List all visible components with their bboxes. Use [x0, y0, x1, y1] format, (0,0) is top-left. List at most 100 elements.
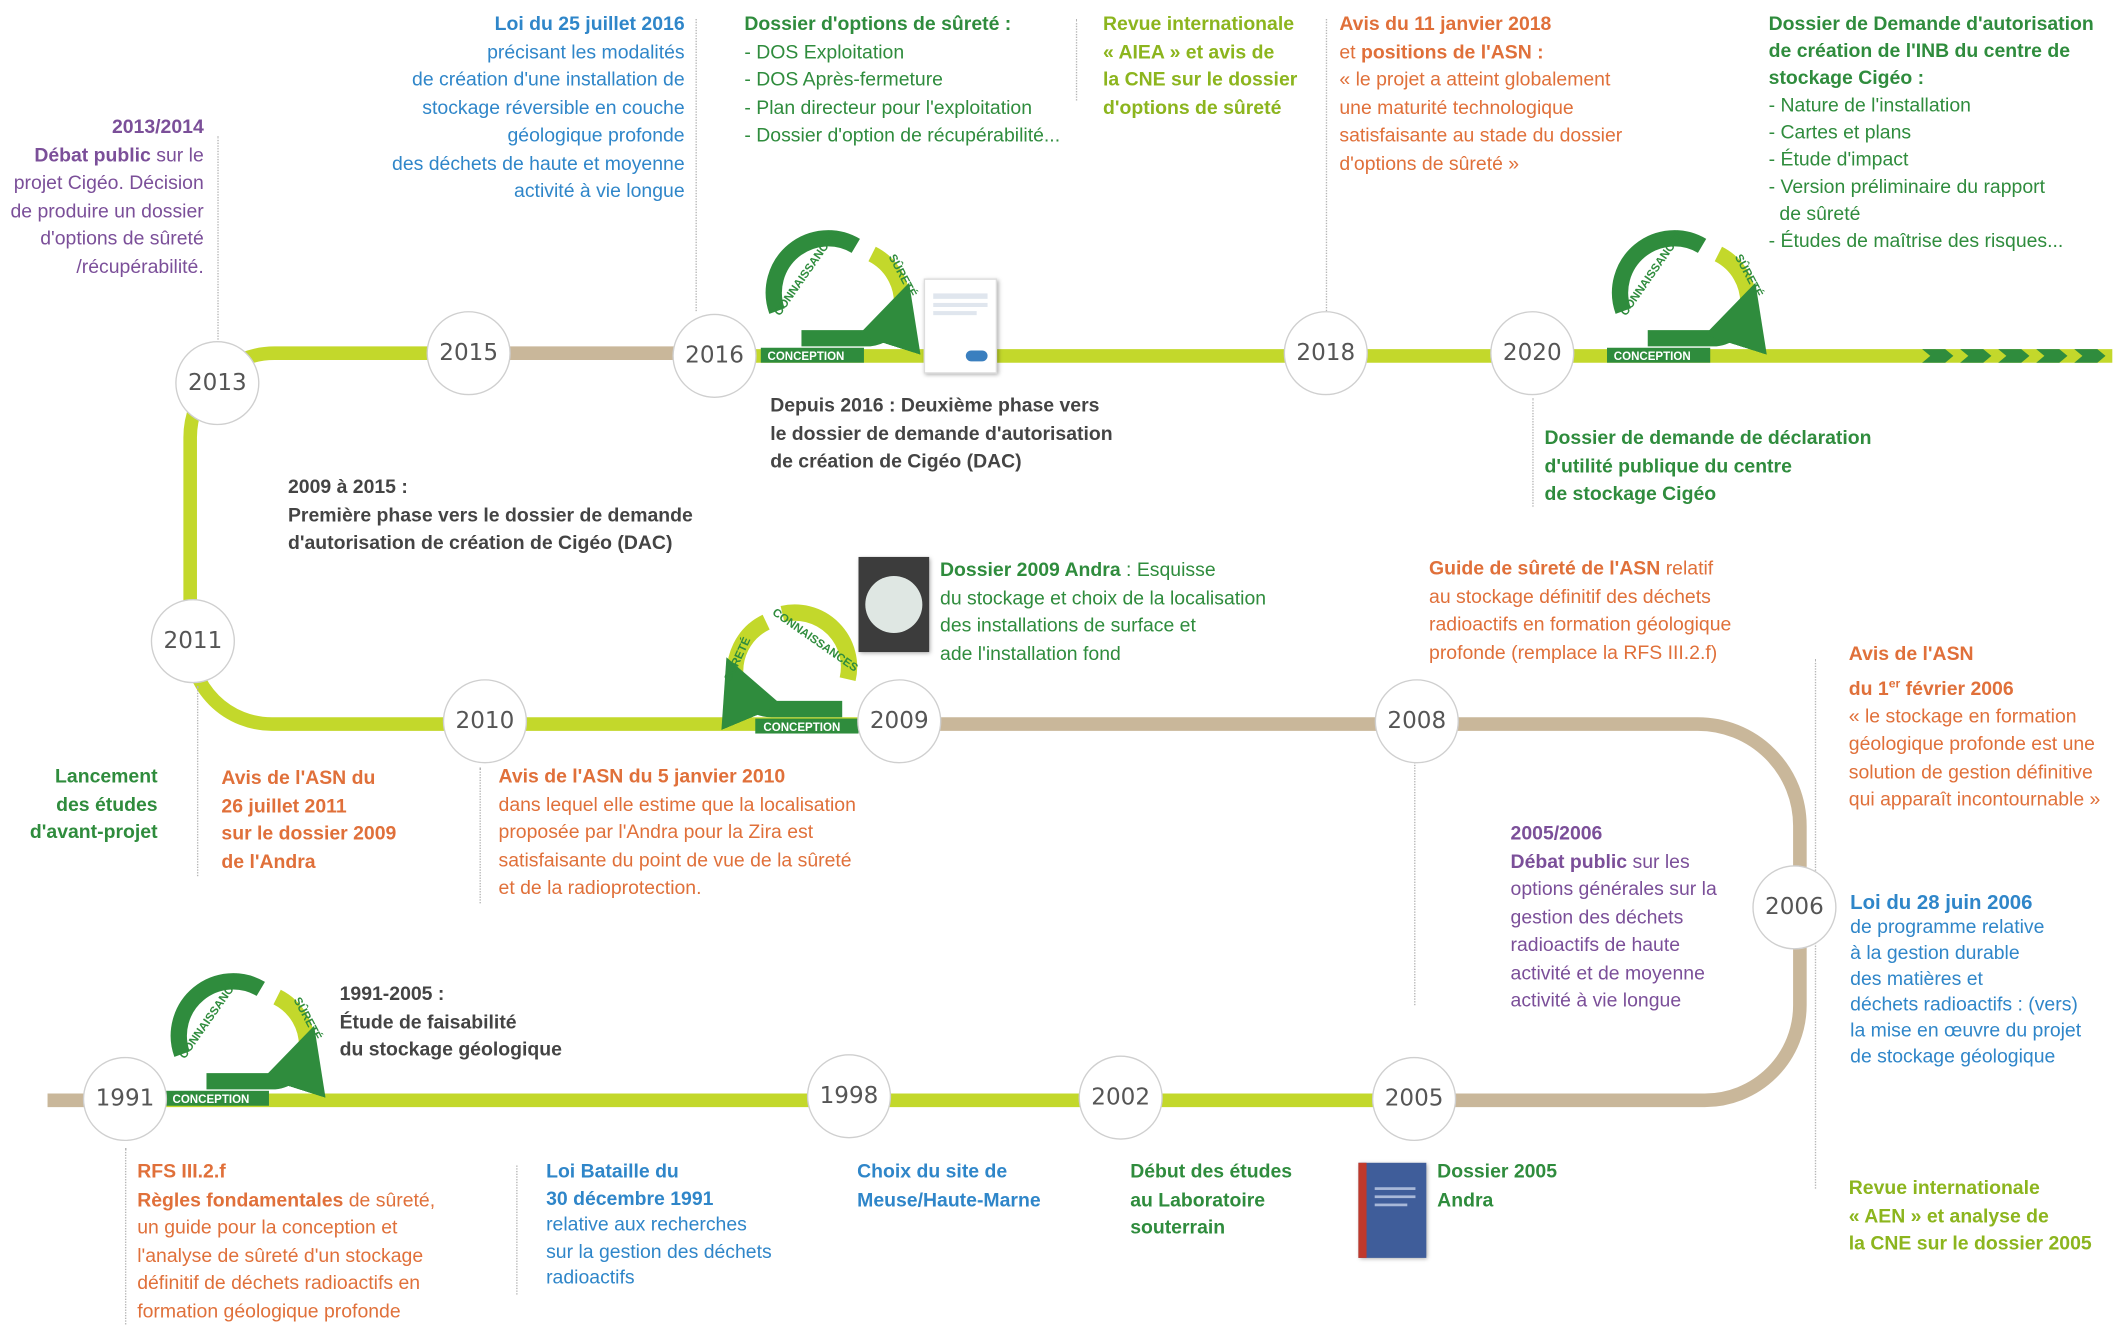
- event-line: Revue internationale: [1103, 13, 1295, 36]
- event-line: de création d'une installation de: [412, 69, 685, 92]
- event-line: Revue internationale: [1848, 1177, 2040, 1200]
- event-line: géologique profonde est une: [1848, 733, 2095, 756]
- event-line: la mise en œuvre du projet: [1850, 1020, 2082, 1042]
- event-line: géologique profonde: [507, 124, 685, 147]
- event-avis-2011: Avis de l'ASN du 26 juillet 2011 sur le …: [221, 765, 396, 876]
- event-line: - DOS Après-fermeture: [744, 69, 943, 92]
- event-title: stockage Cigéo :: [1768, 67, 1925, 90]
- event-title: Dossier d'options de sûreté :: [744, 13, 1012, 36]
- event-line: des matières et: [1850, 968, 1983, 991]
- event-line: et de la radioprotection.: [498, 877, 702, 900]
- event-line: souterrain: [1130, 1217, 1226, 1239]
- event-line: de sûreté: [1768, 203, 1861, 226]
- event-title: Dossier 2009 Andra: [940, 559, 1121, 582]
- year-node-1998: 1998: [806, 1054, 892, 1139]
- event-line: sur le dossier 2009: [221, 823, 397, 845]
- event-aen: Revue internationale « AEN » et analyse …: [1849, 1175, 2092, 1259]
- event-title: 30 décembre 1991: [546, 1187, 714, 1210]
- event-line: sur le: [150, 144, 204, 167]
- event-line: stockage réversible en couche: [422, 97, 685, 119]
- event-line: l'analyse de sûreté d'un stockage: [137, 1244, 424, 1267]
- cycle-arrows-icon: CONNAISSANCES SÛRETÉ CONCEPTION: [1606, 228, 1767, 363]
- year-node-2016: 2016: [672, 313, 757, 399]
- event-line: relatif: [1660, 558, 1714, 581]
- year-node-1991: 1991: [82, 1056, 168, 1142]
- event-line: relative aux recherches: [546, 1214, 747, 1237]
- event-line: des études: [56, 793, 158, 816]
- leader-line: [217, 135, 219, 340]
- year-node-2020: 2020: [1490, 311, 1575, 396]
- event-title: er: [1888, 675, 1901, 690]
- event-title: Loi Bataille du: [546, 1161, 679, 1184]
- event-line: « AIEA » et avis de: [1103, 41, 1275, 64]
- event-line: - Nature de l'installation: [1768, 95, 1971, 117]
- event-title: Dossier de Demande d'autorisation: [1768, 13, 2094, 36]
- cycle-label-design: CONCEPTION: [1614, 351, 1691, 363]
- event-line: radioactifs: [546, 1267, 635, 1290]
- leader-line: [1532, 398, 1534, 507]
- event-line: d'utilité publique du centre: [1544, 455, 1792, 478]
- event-line: - Version préliminaire du rapport: [1768, 176, 2045, 199]
- event-title: de création de l'INB du centre de: [1768, 40, 2071, 63]
- event-line: satisfaisante au stade du dossier: [1339, 124, 1623, 147]
- cycle-label-design: CONCEPTION: [763, 722, 840, 734]
- event-debut-labo: Début des études au Laboratoire souterra…: [1130, 1159, 1292, 1243]
- event-line: Dossier de demande de déclaration: [1544, 427, 1872, 450]
- year-node-2002: 2002: [1078, 1055, 1163, 1140]
- event-2013-2014: 2013/2014 Débat public sur le projet Cig…: [0, 114, 204, 281]
- event-line: d'options de sûreté: [40, 228, 204, 250]
- event-line: du stockage et choix de la localisation: [940, 587, 1267, 610]
- event-line: un guide pour la conception et: [137, 1217, 398, 1239]
- event-line: au Laboratoire: [1130, 1189, 1266, 1212]
- event-line: « AEN » et analyse de: [1848, 1205, 2049, 1228]
- event-dossier-2005: Dossier 2005 Andra: [1437, 1159, 1557, 1215]
- event-avis-2006: Avis de l'ASN du 1er février 2006 « le s…: [1849, 641, 2101, 815]
- event-dac-inb: Dossier de Demande d'autorisation de cré…: [1769, 11, 2094, 256]
- event-avis-2018: Avis du 11 janvier 2018 et positions de …: [1339, 11, 1622, 178]
- event-avis-2010: Avis de l'ASN du 5 janvier 2010 dans leq…: [499, 763, 856, 902]
- event-title: 2005/2006: [1510, 823, 1603, 845]
- event-line: de stockage Cigéo: [1544, 483, 1717, 506]
- event-line: Meuse/Haute-Marne: [857, 1189, 1041, 1212]
- leader-line: [1414, 760, 1416, 1006]
- event-line: la CNE sur le dossier 2005: [1848, 1233, 2092, 1256]
- event-line: radioactifs de haute: [1510, 934, 1681, 957]
- event-line: - Cartes et plans: [1768, 122, 1912, 144]
- leader-line: [479, 767, 481, 904]
- event-line: une maturité technologique: [1339, 97, 1574, 119]
- event-title: Avis de l'ASN: [1848, 643, 1974, 666]
- event-line: /récupérabilité.: [76, 256, 204, 278]
- event-line: Début des études: [1130, 1161, 1293, 1184]
- cycle-arrows-icon: SÛRETÉ CONNAISSANCES CONCEPTION: [721, 604, 860, 734]
- event-title: du 1: [1848, 678, 1889, 700]
- year-node-2009: 2009: [857, 679, 942, 764]
- event-line: d'avant-projet: [29, 821, 158, 844]
- cycle-arrows-icon: CONNAISSANCES SÛRETÉ CONCEPTION: [760, 228, 921, 363]
- event-line: de programme relative: [1850, 916, 2045, 939]
- event-line: - DOS Exploitation: [744, 41, 905, 64]
- event-line: de produire un dossier: [10, 200, 204, 223]
- event-line: le dossier de demande d'autorisation: [770, 423, 1113, 445]
- event-loi-2006: Loi du 28 juin 2006 de programme relativ…: [1850, 890, 2081, 1071]
- event-line: 2009 à 2015 :: [287, 476, 408, 499]
- year-node-2018: 2018: [1283, 311, 1368, 396]
- year-node-2006: 2006: [1752, 865, 1837, 950]
- event-line: qui apparaît incontournable »: [1848, 789, 2101, 812]
- event-title: Avis du 11 janvier 2018: [1339, 13, 1552, 36]
- event-line: profonde (remplace la RFS III.2.f): [1429, 641, 1718, 664]
- event-dossier-2009: Dossier 2009 Andra : Esquisse du stockag…: [940, 557, 1266, 668]
- year-node-2005: 2005: [1371, 1056, 1457, 1142]
- event-guide-asn: Guide de sûreté de l'ASN relatif au stoc…: [1429, 556, 1731, 667]
- year-node-2011: 2011: [150, 599, 236, 684]
- event-line: au stockage définitif des déchets: [1429, 586, 1711, 608]
- event-loi-bataille: Loi Bataille du 30 décembre 1991 relativ…: [546, 1160, 772, 1292]
- leader-line: [196, 685, 199, 877]
- event-line: de l'Andra: [221, 851, 316, 873]
- event-line: Depuis 2016 : Deuxième phase vers: [770, 395, 1100, 418]
- event-line: Étude de faisabilité: [339, 1011, 517, 1034]
- event-line: dans lequel elle estime que la localisat…: [498, 793, 856, 816]
- event-line: activité et de moyenne: [1510, 962, 1705, 985]
- event-line: d'options de sûreté: [1103, 97, 1282, 119]
- event-line: déchets radioactifs : (vers): [1850, 994, 2078, 1017]
